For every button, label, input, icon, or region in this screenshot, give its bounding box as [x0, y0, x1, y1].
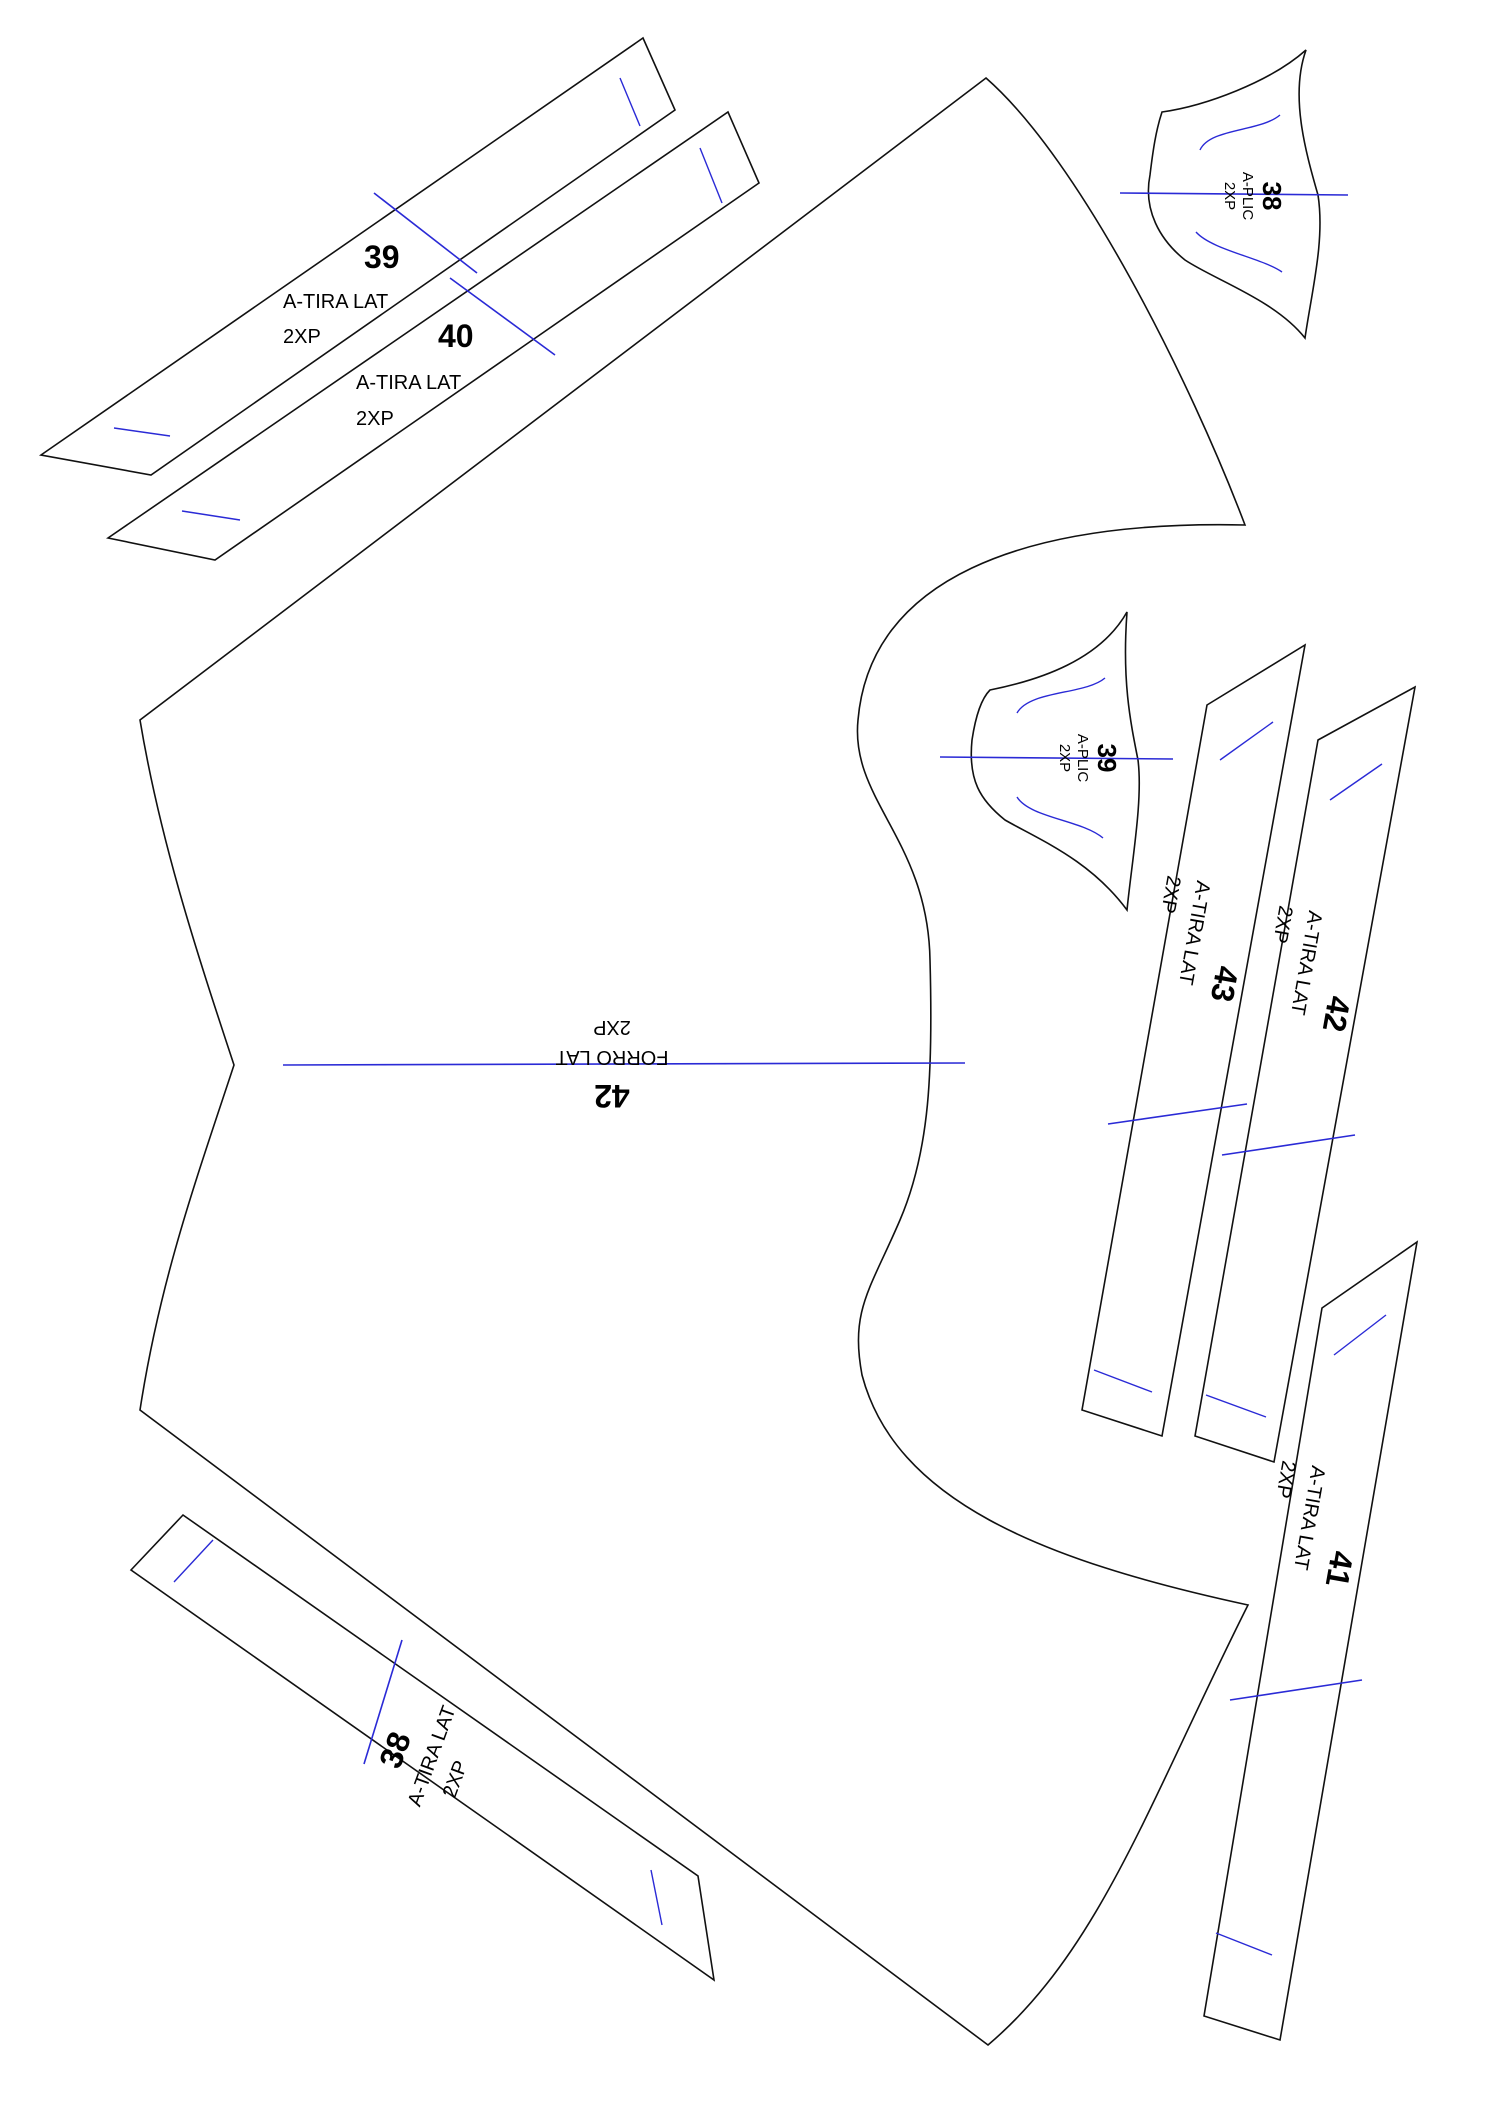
- notch-tira-39-start: [113, 427, 171, 437]
- piece-qty-aplic-38: 2XP: [1221, 182, 1238, 210]
- notch-tira-41-top: [1333, 1314, 1387, 1356]
- piece-outline-tira-40: [105, 110, 760, 561]
- notch-tira-42-bottom: [1205, 1394, 1267, 1418]
- notch-tira-42-top: [1329, 763, 1383, 801]
- piece-tira-lat-38: 38 A-TIRA LAT 2XP: [129, 1513, 716, 1982]
- piece-outline-forro-lat: [139, 76, 1250, 2047]
- piece-qty-tira-42: 2XP: [1268, 904, 1296, 945]
- piece-qty-tira-40: 2XP: [356, 408, 394, 430]
- notch-tira-40-end: [699, 147, 723, 204]
- notch-tira-38-top: [173, 1539, 214, 1583]
- piece-name-aplic-38: A-PLIC: [1239, 172, 1256, 221]
- piece-qty-forro-lat: 2XP: [593, 1016, 631, 1038]
- piece-outline-tira-41: [1203, 1240, 1419, 2042]
- grainline-tira-42: [1221, 1134, 1356, 1156]
- grainline-tira-38: [363, 1639, 403, 1765]
- piece-outline-aplic-39: [970, 611, 1141, 913]
- label-group-tira-41: 41 A-TIRA LAT 2XP: [1271, 1459, 1361, 1590]
- piece-outline-tira-38: [129, 1513, 716, 1982]
- grainline-forro-lat: [282, 1062, 966, 1066]
- notch-tira-43-top: [1219, 721, 1274, 761]
- piece-outline-tira-42: [1194, 685, 1417, 1464]
- piece-name-forro-lat: FORRO LAT: [556, 1046, 669, 1068]
- piece-name-tira-39: A-TIRA LAT: [283, 291, 388, 313]
- piece-tira-lat-39: 39 A-TIRA LAT 2XP: [38, 36, 676, 476]
- grainline-aplic-38: [1119, 192, 1349, 196]
- piece-qty-aplic-39: 2XP: [1056, 744, 1073, 772]
- label-group-tira-43: 43 A-TIRA LAT 2XP: [1156, 874, 1246, 1005]
- grainline-tira-41: [1229, 1679, 1363, 1701]
- piece-aplic-38: 38 A-PLIC 2XP: [1119, 49, 1349, 340]
- grainline-aplic-39: [939, 756, 1174, 760]
- piece-qty-tira-39: 2XP: [283, 326, 321, 348]
- notch-tira-39-end: [619, 77, 641, 127]
- notch-aplic-39-top: [1016, 677, 1106, 714]
- notch-tira-43-bottom: [1093, 1369, 1153, 1393]
- piece-outline-tira-43: [1081, 643, 1307, 1438]
- piece-tira-lat-40: 40 A-TIRA LAT 2XP: [105, 110, 760, 561]
- piece-name-tira-40: A-TIRA LAT: [356, 372, 461, 394]
- piece-number-40-strip: 40: [438, 318, 474, 354]
- piece-number-38-strip: 38: [372, 1727, 418, 1773]
- notch-aplic-38-bottom: [1195, 231, 1283, 273]
- piece-number-38-aplic: 38: [1257, 182, 1287, 211]
- notch-tira-38-bottom: [650, 1869, 663, 1926]
- piece-number-42: 42: [594, 1078, 630, 1114]
- label-group-aplic-39: 39 A-PLIC 2XP: [1056, 734, 1122, 783]
- notch-tira-41-bottom: [1215, 1932, 1273, 1956]
- label-group-aplic-38: 38 A-PLIC 2XP: [1221, 172, 1287, 221]
- piece-aplic-39: 39 A-PLIC 2XP: [939, 611, 1174, 913]
- piece-name-aplic-39: A-PLIC: [1074, 734, 1091, 783]
- grainline-tira-43: [1107, 1103, 1248, 1125]
- piece-number-43-strip: 43: [1204, 963, 1246, 1004]
- label-group-forro-lat: 42 FORRO LAT 2XP: [556, 1016, 669, 1114]
- grainline-tira-40: [449, 277, 556, 356]
- piece-tira-lat-41: 41 A-TIRA LAT 2XP: [1203, 1240, 1419, 2042]
- piece-qty-tira-43: 2XP: [1156, 874, 1184, 915]
- notch-tira-40-start: [181, 510, 241, 521]
- piece-forro-lat-42: 42 FORRO LAT 2XP: [139, 76, 1250, 2047]
- piece-number-39-aplic: 39: [1092, 744, 1122, 773]
- notch-aplic-38-top: [1199, 114, 1281, 151]
- piece-number-42-strip: 42: [1316, 993, 1358, 1034]
- piece-qty-tira-41: 2XP: [1271, 1459, 1299, 1500]
- piece-outline-tira-39: [38, 36, 676, 476]
- piece-number-41-strip: 41: [1319, 1548, 1361, 1589]
- notch-aplic-39-bottom: [1016, 796, 1104, 839]
- grainline-tira-39: [373, 192, 478, 274]
- piece-number-39-strip: 39: [364, 239, 400, 275]
- piece-qty-tira-38: 2XP: [439, 1758, 473, 1801]
- label-group-tira-42: 42 A-TIRA LAT 2XP: [1268, 904, 1358, 1035]
